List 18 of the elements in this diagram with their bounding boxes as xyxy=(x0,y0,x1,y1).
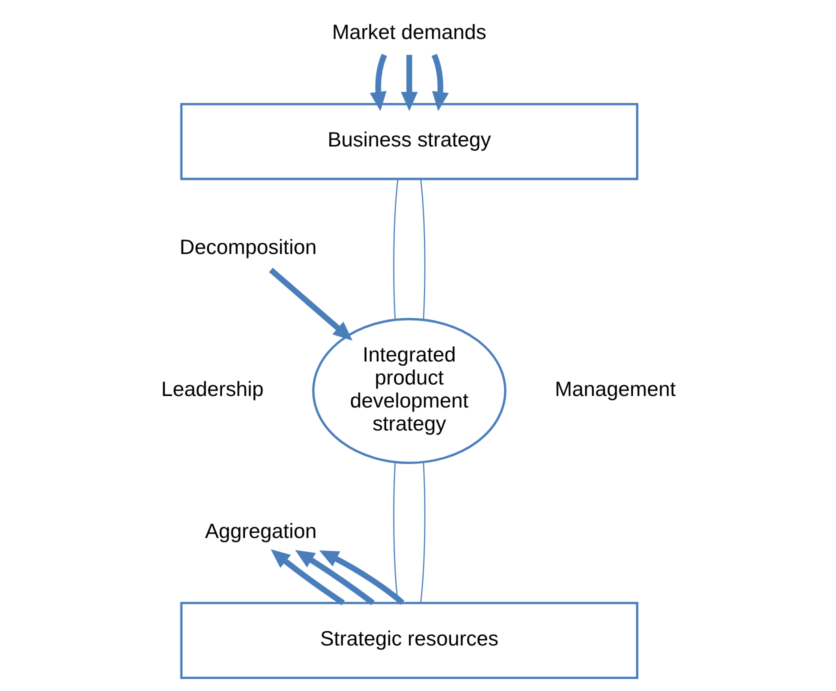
arrow xyxy=(369,54,387,112)
node-box: Strategic resources xyxy=(180,602,638,679)
connector xyxy=(420,462,425,603)
arrow xyxy=(400,54,418,112)
node-text: Market demands xyxy=(332,20,486,44)
connector xyxy=(420,179,425,320)
arrow xyxy=(294,550,374,606)
connector xyxy=(392,179,398,320)
node-box: Business strategy xyxy=(180,102,638,180)
arrow xyxy=(431,54,448,112)
node-text: Aggregation xyxy=(204,520,316,543)
arrow xyxy=(318,550,404,605)
label: Management xyxy=(554,378,676,402)
label: Leadership xyxy=(160,378,264,402)
node-text: Decomposition xyxy=(179,236,316,260)
node-ellipse: Integrated product development strategy xyxy=(312,318,506,464)
arrow xyxy=(268,268,352,341)
arrow xyxy=(270,549,344,606)
